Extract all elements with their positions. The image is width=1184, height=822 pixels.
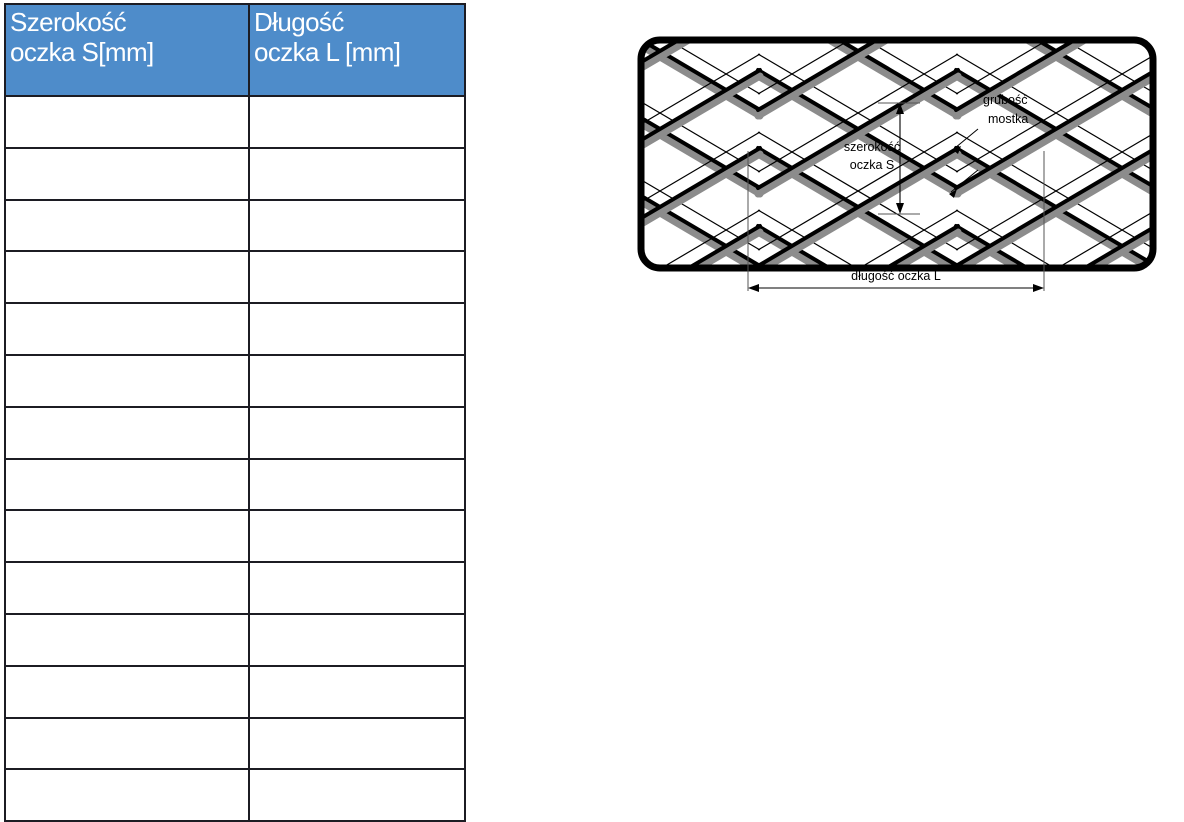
dimension-mesh-length-l <box>747 151 1045 292</box>
cell-mesh-width[interactable] <box>4 95 250 149</box>
label-mesh-width-line2: oczka S <box>850 158 894 172</box>
table-body <box>4 95 466 822</box>
table-row[interactable] <box>4 405 466 460</box>
cell-mesh-length[interactable] <box>248 146 466 201</box>
table-row[interactable] <box>4 716 466 771</box>
table-row[interactable] <box>4 664 466 719</box>
column-header-mesh-width: Szerokość oczka S[mm] <box>4 3 250 97</box>
table-row[interactable] <box>4 457 466 512</box>
cell-mesh-width[interactable] <box>4 716 250 771</box>
table-row[interactable] <box>4 612 466 667</box>
label-bridge-thickness-line1: grubość <box>983 93 1027 107</box>
table-row[interactable] <box>4 250 466 305</box>
cell-mesh-width[interactable] <box>4 302 250 356</box>
strands-ascending <box>641 40 1153 268</box>
cell-mesh-width[interactable] <box>4 146 250 201</box>
table-header: Szerokość oczka S[mm] Długość oczka L [m… <box>4 3 466 97</box>
cell-mesh-width[interactable] <box>4 664 250 719</box>
table-row[interactable] <box>4 198 466 253</box>
expanded-metal-diagram: szerokość oczka S grubość mostka długość… <box>620 18 1170 313</box>
table-row[interactable] <box>4 768 466 822</box>
cell-mesh-width[interactable] <box>4 198 250 253</box>
cell-mesh-length[interactable] <box>248 561 466 615</box>
cell-mesh-length[interactable] <box>248 250 466 305</box>
label-mesh-width-line1: szerokość <box>844 140 900 154</box>
column-header-mesh-length: Długość oczka L [mm] <box>248 3 466 97</box>
leader-bridge-thickness <box>949 128 979 198</box>
cell-mesh-length[interactable] <box>248 457 466 512</box>
cell-mesh-length[interactable] <box>248 405 466 460</box>
cell-mesh-width[interactable] <box>4 250 250 305</box>
cell-mesh-length[interactable] <box>248 768 466 822</box>
cell-mesh-width[interactable] <box>4 353 250 408</box>
cell-mesh-width[interactable] <box>4 612 250 667</box>
cell-mesh-length[interactable] <box>248 716 466 771</box>
table-header-row: Szerokość oczka S[mm] Długość oczka L [m… <box>4 3 466 97</box>
cell-mesh-width[interactable] <box>4 457 250 512</box>
table-row[interactable] <box>4 353 466 408</box>
cell-mesh-width[interactable] <box>4 561 250 615</box>
mesh-lattice <box>641 40 1153 268</box>
table-row[interactable] <box>4 95 466 149</box>
table-row[interactable] <box>4 509 466 564</box>
table-row[interactable] <box>4 561 466 615</box>
table-row[interactable] <box>4 302 466 356</box>
cell-mesh-length[interactable] <box>248 612 466 667</box>
label-bridge-thickness-line2: mostka <box>988 112 1028 126</box>
cell-mesh-length[interactable] <box>248 664 466 719</box>
cell-mesh-length[interactable] <box>248 353 466 408</box>
label-mesh-length: długość oczka L <box>851 269 941 283</box>
mesh-spec-table: Szerokość oczka S[mm] Długość oczka L [m… <box>4 3 466 822</box>
cell-mesh-width[interactable] <box>4 509 250 564</box>
table-row[interactable] <box>4 146 466 201</box>
dimension-mesh-width-s <box>878 102 920 215</box>
cell-mesh-length[interactable] <box>248 302 466 356</box>
cell-mesh-length[interactable] <box>248 198 466 253</box>
sheet-frame <box>637 36 1157 272</box>
cell-mesh-width[interactable] <box>4 405 250 460</box>
cell-mesh-length[interactable] <box>248 95 466 149</box>
cell-mesh-width[interactable] <box>4 768 250 822</box>
cell-mesh-length[interactable] <box>248 509 466 564</box>
